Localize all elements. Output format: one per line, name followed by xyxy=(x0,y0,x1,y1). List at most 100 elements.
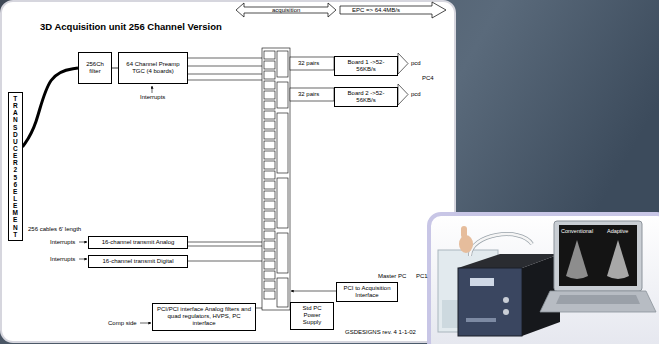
backplane xyxy=(264,261,275,269)
bus-wires xyxy=(188,261,262,262)
backplane xyxy=(264,121,275,129)
bus-wires xyxy=(188,80,262,81)
cable xyxy=(23,68,79,147)
product-photo xyxy=(607,240,629,279)
product-photo xyxy=(470,278,494,286)
backplane xyxy=(264,181,275,189)
backplane xyxy=(264,151,275,159)
product-photo xyxy=(503,309,509,315)
backplane xyxy=(264,231,275,239)
bus-wires xyxy=(188,242,262,243)
port-label: pcd xyxy=(411,60,421,67)
bus-wires xyxy=(188,66,262,67)
transmit-box: 16-channel transmit Analog xyxy=(88,236,188,249)
backplane xyxy=(262,48,290,310)
box-text: PCI/PCI interface Analog filters and qua… xyxy=(156,306,252,328)
backplane xyxy=(264,241,275,249)
interface-box: PCI to Acquisition Interface xyxy=(336,282,398,302)
board-link-arrows xyxy=(290,57,334,70)
pc-label: Master PC xyxy=(378,273,406,280)
bus-wires xyxy=(140,323,151,324)
backplane xyxy=(277,82,288,108)
backplane xyxy=(264,141,275,149)
backplane xyxy=(262,48,290,310)
board-box: Board 1 ->52-56KB/s xyxy=(334,56,398,76)
backplane xyxy=(277,51,288,77)
top-arrows xyxy=(340,2,446,18)
interface-box: PCI/PCI interface Analog filters and qua… xyxy=(152,303,256,331)
bus-label: acquisition xyxy=(272,7,300,14)
product-photo xyxy=(461,226,467,238)
backplane xyxy=(277,233,288,273)
diagram-title: 3D Acquisition unit 256 Channel Version xyxy=(40,21,222,32)
product-photo xyxy=(429,214,659,344)
product-photo xyxy=(470,234,532,256)
product-photo xyxy=(559,225,637,286)
rate-label: EPC => 64.4MB/s xyxy=(352,7,400,14)
backplane xyxy=(264,251,275,259)
side-note: Comp side xyxy=(108,320,137,327)
backplane xyxy=(264,291,275,299)
box-text: PCI to Acquisition Interface xyxy=(340,285,394,299)
backplane xyxy=(264,131,275,139)
backplane xyxy=(264,211,275,219)
box-text: Std PC Power Supply xyxy=(294,305,330,327)
top-arrows xyxy=(236,3,336,17)
box-text: 256Ch filter xyxy=(82,61,108,75)
box-text: 64 Channel Preamp TGC (4 boards) xyxy=(122,61,184,75)
backplane xyxy=(264,51,275,59)
link-label: 32 pairs xyxy=(298,60,319,67)
signal-name: Interrupts xyxy=(50,239,75,246)
product-photo xyxy=(566,240,588,279)
pc-label: PC4 xyxy=(422,75,434,82)
filter-box: 256Ch filter xyxy=(78,52,112,84)
backplane xyxy=(264,91,275,99)
bus-wires xyxy=(188,58,262,59)
backplane xyxy=(277,178,288,228)
backplane xyxy=(264,171,275,179)
product-photo xyxy=(466,318,496,322)
product-photo xyxy=(503,297,509,303)
port-label: pcd xyxy=(411,91,421,98)
bus-wires xyxy=(79,259,87,260)
screen-label: Adaptive xyxy=(607,228,628,234)
backplane xyxy=(264,271,275,279)
revision-note: GSDESIGNS rev. 4 1-1-02 xyxy=(345,329,416,336)
product-photo xyxy=(459,235,473,253)
transducer-box: TRANSDUCER 256 ELEMENT xyxy=(8,92,23,241)
preamp-box: 64 Channel Preamp TGC (4 boards) xyxy=(118,52,188,84)
box-text: TRANSDUCER 256 ELEMENT xyxy=(12,95,19,238)
transmit-box: 16-channel transmit Digital xyxy=(88,255,188,268)
backplane xyxy=(264,281,275,289)
bus-wires xyxy=(188,246,262,247)
backplane xyxy=(264,71,275,79)
backplane xyxy=(264,221,275,229)
diagram-panel xyxy=(1,1,455,342)
bus-wires xyxy=(152,86,153,93)
product-photo xyxy=(540,291,656,312)
signal-name: Interrupts xyxy=(50,256,75,263)
bus-wires xyxy=(79,58,336,323)
box-text: 16-channel transmit Digital xyxy=(92,258,184,265)
bus-wires xyxy=(256,308,262,309)
backplane xyxy=(264,101,275,109)
box-text: Board 2 ->52-56KB/s xyxy=(338,90,394,104)
power-supply-box: Std PC Power Supply xyxy=(290,302,334,330)
bus-wires xyxy=(291,291,336,292)
backplane xyxy=(264,201,275,209)
backplane xyxy=(277,113,288,173)
backplane xyxy=(264,191,275,199)
product-photo xyxy=(470,234,532,256)
backplane xyxy=(264,81,275,89)
top-arrows xyxy=(236,2,446,18)
pc-label: PC1 xyxy=(416,273,428,280)
box-text: Board 1 ->52-56KB/s xyxy=(338,59,394,73)
product-photo xyxy=(556,295,640,304)
backplane xyxy=(277,278,288,307)
product-photo xyxy=(429,214,659,344)
board-link-arrows xyxy=(398,53,408,74)
board-link-arrows xyxy=(290,88,334,101)
bus-wires xyxy=(79,242,87,243)
